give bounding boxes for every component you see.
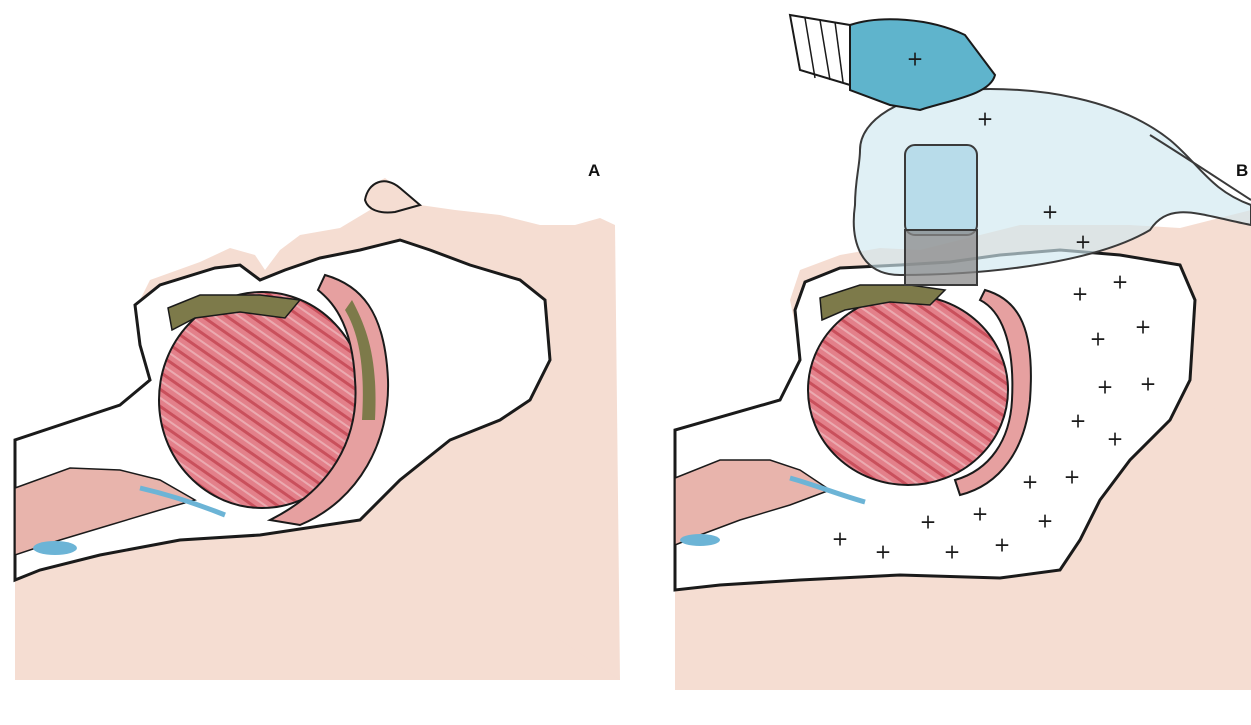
tongue-b <box>808 295 1008 485</box>
plus-marker: + <box>1135 315 1152 339</box>
plus-marker: + <box>1097 375 1114 399</box>
plus-marker: + <box>1140 372 1157 396</box>
plus-marker: + <box>907 47 924 71</box>
cartilage-b <box>680 534 720 546</box>
air-hose-icon <box>790 15 995 110</box>
nose-tip-a <box>365 181 420 212</box>
plus-marker: + <box>1090 327 1107 351</box>
plus-marker: + <box>1107 427 1124 451</box>
plus-marker: + <box>1064 465 1081 489</box>
panel-b: + + + + + + + + + + + + + + + + + + + + … <box>675 15 1251 690</box>
plus-marker: + <box>1072 282 1089 306</box>
plus-marker: + <box>1037 509 1054 533</box>
plus-marker: + <box>944 540 961 564</box>
plus-marker: + <box>1070 409 1087 433</box>
plus-marker: + <box>1112 270 1129 294</box>
plus-marker: + <box>977 107 994 131</box>
panel-label-b: B <box>1236 161 1248 180</box>
panel-a: A <box>15 161 620 680</box>
plus-marker: + <box>1075 230 1092 254</box>
plus-marker: + <box>1042 200 1059 224</box>
plus-marker: + <box>875 540 892 564</box>
plus-marker: + <box>972 502 989 526</box>
cartilage-a <box>33 541 77 555</box>
panel-label-a: A <box>588 161 600 180</box>
plus-marker: + <box>832 527 849 551</box>
plus-marker: + <box>920 510 937 534</box>
plus-marker: + <box>1022 470 1039 494</box>
plus-marker: + <box>994 533 1011 557</box>
